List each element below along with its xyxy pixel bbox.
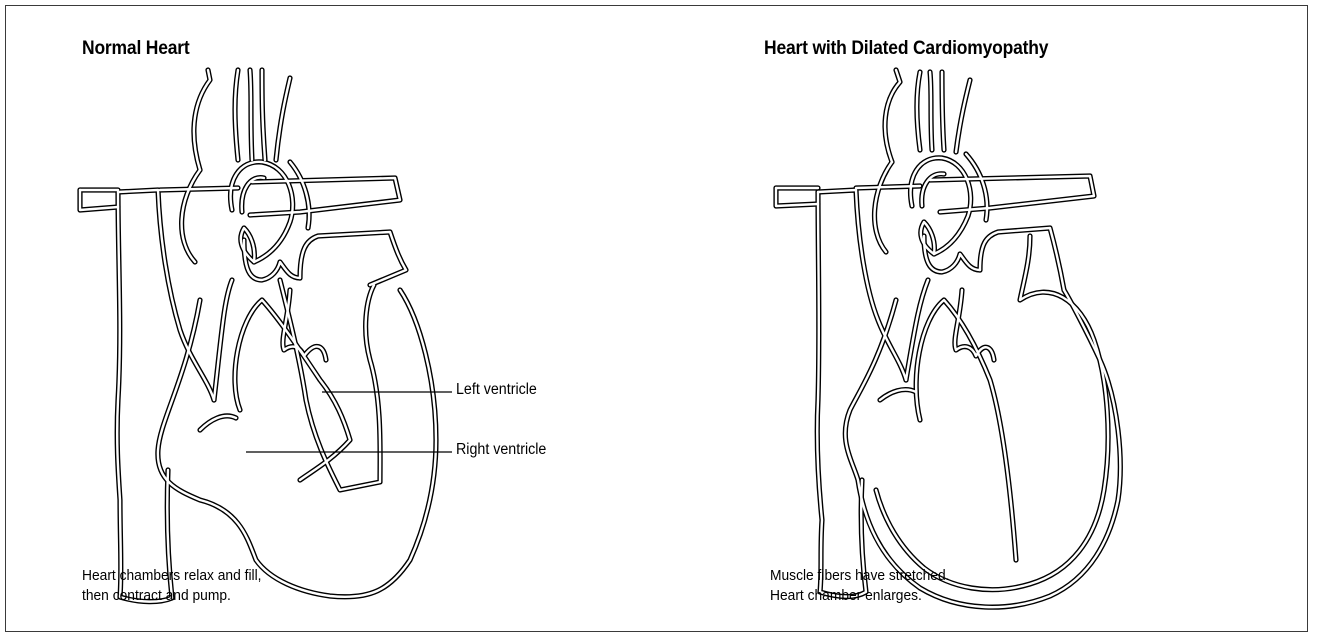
dilated-heart-caption: Muscle fibers have stretched. Heart cham… [770,566,949,606]
dilated-heart-caption-line-1: Muscle fibers have stretched. [770,566,949,586]
dilated-heart-caption-line-2: Heart chamber enlarges. [770,586,949,606]
